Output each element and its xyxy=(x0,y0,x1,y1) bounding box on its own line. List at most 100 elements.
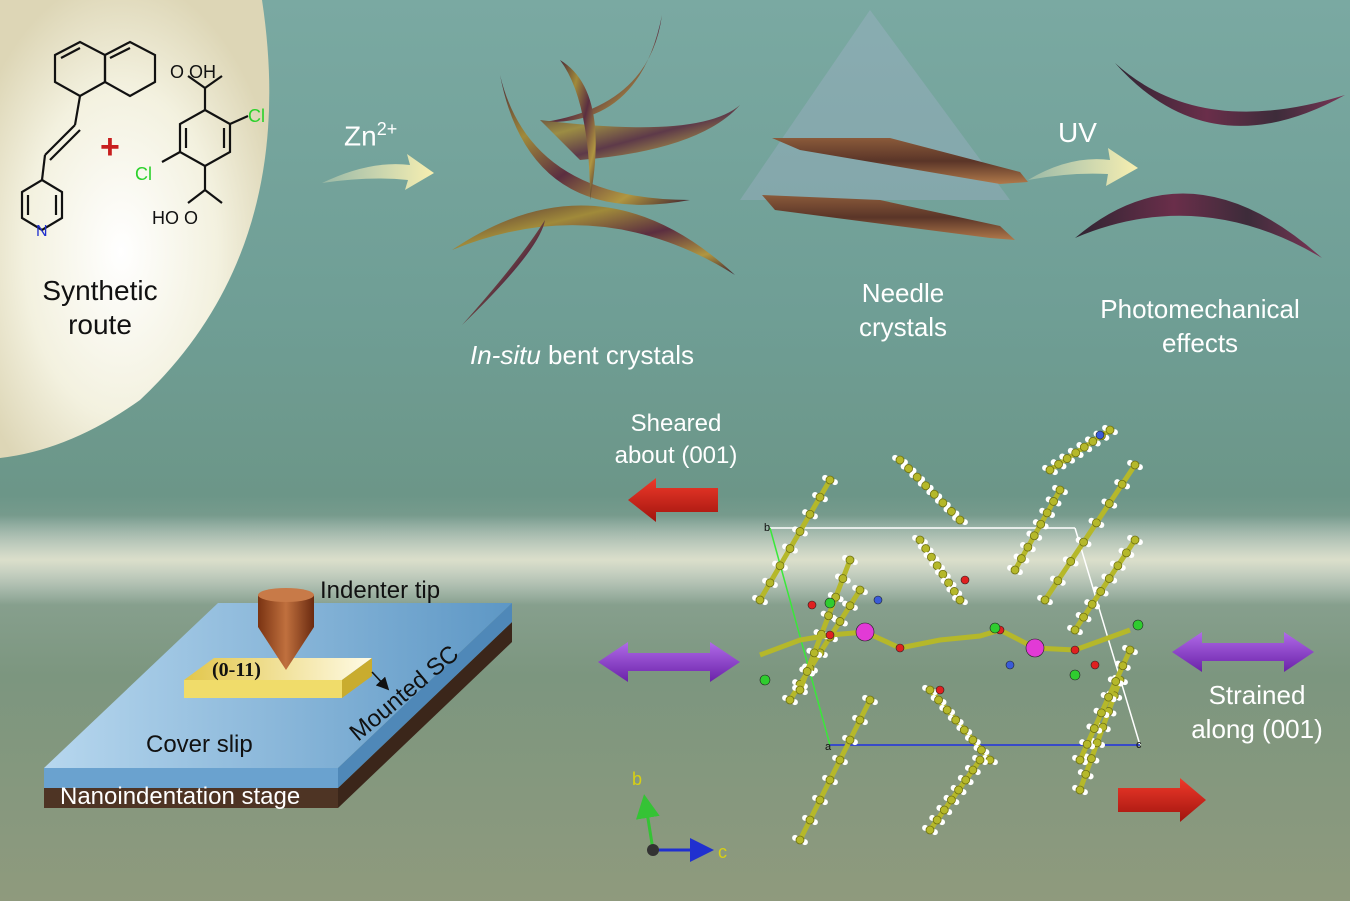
strain-arrow-right xyxy=(1172,632,1314,672)
mounted-pointer-arrow xyxy=(371,671,390,691)
bent-crystal-6 xyxy=(560,60,596,200)
molecule-chain-14 xyxy=(1042,424,1118,476)
molecule-chain-12 xyxy=(922,754,988,836)
oxygen-atom-5 xyxy=(807,600,817,610)
cooh-top-label: O OH xyxy=(170,62,216,82)
strain-arrow-left xyxy=(598,642,740,682)
mounted-crystal-side xyxy=(342,658,372,698)
sheared-caption: Sheared about (001) xyxy=(596,408,756,472)
crystal-face-label: (0-11) xyxy=(212,659,261,681)
oxygen-atom-2 xyxy=(895,643,905,653)
linker-chain xyxy=(759,627,1131,658)
indenter-tip-label: Indenter tip xyxy=(320,577,441,604)
needle-crystal-2 xyxy=(762,195,1015,240)
molecule-chain-3 xyxy=(792,694,878,846)
needle-line2: crystals xyxy=(858,312,948,342)
cover-slip-front xyxy=(44,768,338,788)
molecule-chain-7 xyxy=(1007,484,1068,576)
nitrogen-atom-3 xyxy=(1095,430,1105,440)
cell-b-label: b xyxy=(764,522,770,534)
oxygen-atom-1 xyxy=(825,630,835,640)
photo-crystal-2 xyxy=(1075,193,1322,258)
molecule-chain-1 xyxy=(752,474,838,606)
indenter-tip xyxy=(258,627,314,670)
cell-c-label: c xyxy=(1136,739,1142,751)
crystal-packing xyxy=(752,424,1144,846)
bent-crystal-1 xyxy=(452,205,735,275)
shear-arrow-right xyxy=(1118,778,1206,822)
sheared-line1: Sheared xyxy=(630,410,722,437)
axis-b-label: b xyxy=(632,769,642,789)
terephthalic-acid-molecule xyxy=(161,75,249,204)
water-oxygen-2 xyxy=(935,685,945,695)
chlorine-atom-3 xyxy=(1132,619,1144,631)
nitrogen-atom-label: N xyxy=(36,223,48,240)
chlorine-atom-2 xyxy=(759,674,771,686)
axis-c-label: c xyxy=(718,842,727,862)
bent-crystals-text: bent crystals xyxy=(540,340,694,370)
molecule-chain-10 xyxy=(912,534,968,606)
mounted-crystal-top xyxy=(184,658,372,680)
molecule-chain-4 xyxy=(1037,459,1143,606)
stage-label: Nanoindentation stage xyxy=(60,783,301,810)
mounted-crystal-front xyxy=(184,680,342,698)
glow-disk xyxy=(0,0,270,458)
strained-line2: along (001) xyxy=(1191,714,1323,744)
molecule-chain-8 xyxy=(1072,644,1138,766)
vinylpyridine-molecule xyxy=(20,40,157,232)
nitrogen-atom-2 xyxy=(1005,660,1015,670)
molecule-chain-6 xyxy=(1072,674,1128,796)
stage-side xyxy=(338,622,512,808)
cooh-bottom-label: HO O xyxy=(152,208,198,228)
sheared-line2: about (001) xyxy=(614,442,738,469)
plus-sign: + xyxy=(100,128,120,166)
oxygen-atom-4 xyxy=(1070,645,1080,655)
synthetic-route-line2: route xyxy=(68,309,132,340)
axis-indicator xyxy=(635,794,714,862)
water-oxygen-1 xyxy=(960,575,970,585)
photomechanical-caption: Photomechanical effects xyxy=(1070,292,1330,360)
chlorine-atom-1 xyxy=(824,597,836,609)
light-band xyxy=(0,515,1350,605)
photo-line1: Photomechanical xyxy=(1100,294,1300,324)
zn-reaction-arrow xyxy=(322,154,434,190)
chlorine-atom-4 xyxy=(989,622,1001,634)
chlorine-atom-5 xyxy=(1069,669,1081,681)
synthetic-route-label: Synthetic route xyxy=(20,274,180,342)
chlorine-label-2: Cl xyxy=(135,164,152,184)
needle-crystal-1 xyxy=(772,138,1028,184)
photo-crystal-1 xyxy=(1115,63,1345,126)
bent-crystal-4 xyxy=(462,220,545,325)
nitrogen-atom-1 xyxy=(873,595,883,605)
zinc-symbol: Zn xyxy=(344,120,377,152)
uv-reaction-arrow xyxy=(1028,148,1138,186)
strained-line1: Strained xyxy=(1208,680,1306,710)
cover-slip-label: Cover slip xyxy=(146,731,253,758)
uv-label: UV xyxy=(1058,117,1097,148)
zinc-atom-2 xyxy=(1025,638,1045,658)
zinc-atom-1 xyxy=(855,622,875,642)
indenter-top xyxy=(258,588,314,602)
molecule-chain-9 xyxy=(892,454,968,526)
chlorine-label-1: Cl xyxy=(248,106,265,126)
molecule-chain-5 xyxy=(1067,534,1143,636)
strained-caption: Strained along (001) xyxy=(1172,678,1342,746)
needle-crystals-caption: Needle crystals xyxy=(838,276,968,344)
photo-line2: effects xyxy=(1161,328,1239,358)
synthetic-route-line1: Synthetic xyxy=(42,275,158,306)
oxygen-atom-6 xyxy=(1090,660,1100,670)
nanoindentation-setup xyxy=(44,588,512,808)
needle-line1: Needle xyxy=(861,278,945,308)
cover-slip-side xyxy=(338,603,512,788)
bent-crystals-caption: In-situ bent crystals xyxy=(470,338,694,372)
molecule-chain-11 xyxy=(922,684,998,766)
bent-crystal-5 xyxy=(540,105,740,160)
shear-arrow-left xyxy=(628,478,718,522)
stage-front xyxy=(44,788,338,808)
zinc-label: Zn2+ xyxy=(344,112,397,153)
cell-a-label: a xyxy=(825,741,832,753)
bent-crystals-italic: In-situ xyxy=(470,340,541,370)
zinc-charge: 2+ xyxy=(376,119,398,139)
